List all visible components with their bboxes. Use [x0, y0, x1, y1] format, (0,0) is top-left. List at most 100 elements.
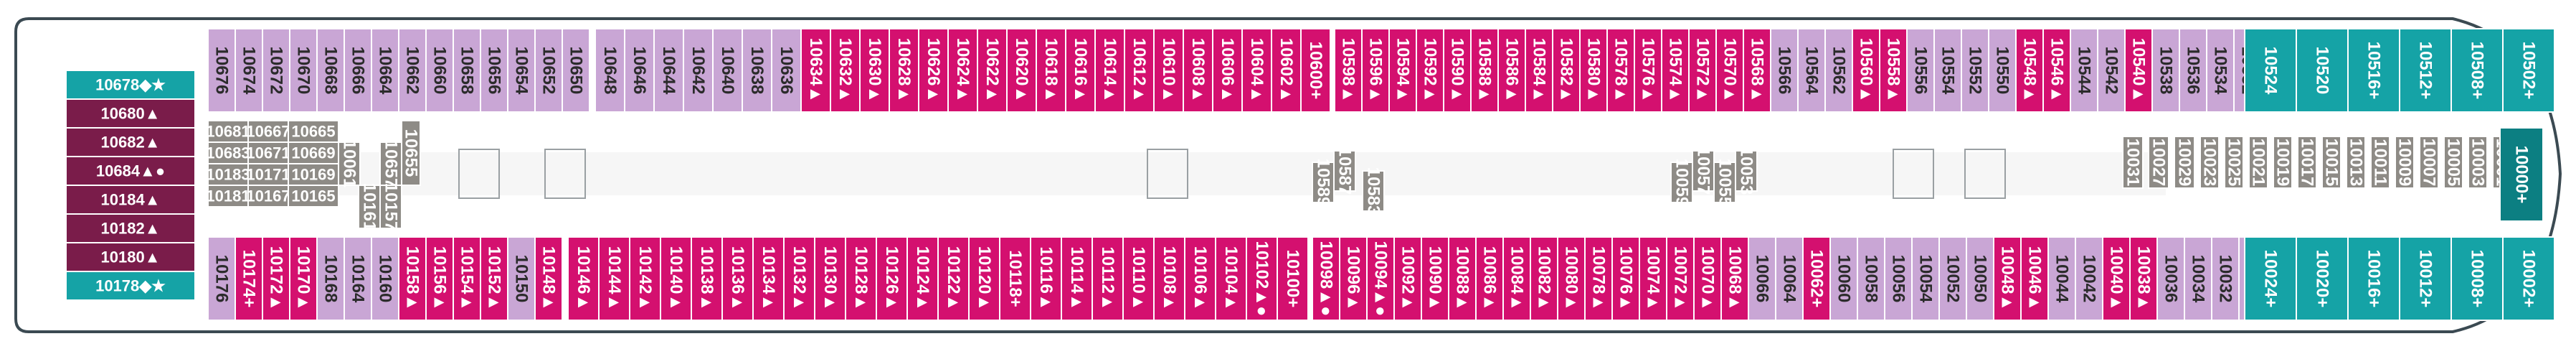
cabin-10000[interactable]: 10000+: [2499, 127, 2544, 222]
cabin-10165[interactable]: 10165: [288, 185, 339, 208]
cabin-10596[interactable]: 10596▲: [1361, 28, 1390, 113]
cabin-10502[interactable]: 10502+: [2502, 28, 2555, 113]
cabin-10628[interactable]: 10628▲: [889, 28, 919, 113]
cabin-10538[interactable]: 10538: [2151, 28, 2180, 113]
cabin-10572[interactable]: 10572▲: [1688, 28, 1717, 113]
cabin-10158[interactable]: 10158▲: [398, 236, 427, 321]
cabin-10583[interactable]: 10583: [1362, 167, 1385, 215]
cabin-10674[interactable]: 10674: [235, 28, 263, 113]
cabin-10578[interactable]: 10578▲: [1606, 28, 1635, 113]
cabin-10072[interactable]: 10072▲: [1666, 236, 1695, 321]
cabin-10666[interactable]: 10666: [344, 28, 372, 113]
cabin-10655[interactable]: 10655: [401, 120, 421, 186]
cabin-10589[interactable]: 10589: [1312, 159, 1335, 207]
cabin-10652[interactable]: 10652: [534, 28, 563, 113]
cabin-10084[interactable]: 10084▲: [1502, 236, 1531, 321]
cabin-10152[interactable]: 10152▲: [480, 236, 508, 321]
cabin-10548[interactable]: 10548▲: [2015, 28, 2044, 113]
cabin-10042[interactable]: 10042: [2075, 236, 2103, 321]
cabin-10150[interactable]: 10150: [507, 236, 536, 321]
cabin-10681[interactable]: 10681: [206, 120, 250, 143]
cabin-10671[interactable]: 10671: [246, 141, 290, 164]
cabin-10104[interactable]: 10104▲: [1215, 236, 1247, 321]
cabin-10612[interactable]: 10612▲: [1124, 28, 1155, 113]
cabin-10172[interactable]: 10172▲: [262, 236, 290, 321]
cabin-10146[interactable]: 10146▲: [567, 236, 600, 321]
cabin-10138[interactable]: 10138▲: [691, 236, 723, 321]
cabin-10654[interactable]: 10654: [507, 28, 536, 113]
cabin-10169[interactable]: 10169: [288, 163, 339, 186]
cabin-10009[interactable]: 10009: [2395, 136, 2415, 189]
cabin-10665[interactable]: 10665: [288, 120, 339, 143]
cabin-10029[interactable]: 10029: [2174, 136, 2195, 189]
cabin-10106[interactable]: 10106▲: [1184, 236, 1216, 321]
cabin-10092[interactable]: 10092▲: [1393, 236, 1422, 321]
cabin-10076[interactable]: 10076▲: [1611, 236, 1640, 321]
cabin-10610[interactable]: 10610▲: [1153, 28, 1184, 113]
cabin-10167[interactable]: 10167: [246, 185, 290, 208]
cabin-10678[interactable]: 10678◆★: [65, 70, 196, 100]
cabin-10003[interactable]: 10003: [2468, 136, 2488, 189]
cabin-10074[interactable]: 10074▲: [1639, 236, 1667, 321]
cabin-10055[interactable]: 10055: [1713, 159, 1736, 207]
cabin-10606[interactable]: 10606▲: [1212, 28, 1243, 113]
cabin-10580[interactable]: 10580▲: [1579, 28, 1608, 113]
cabin-10624[interactable]: 10624▲: [947, 28, 978, 113]
cabin-10632[interactable]: 10632▲: [830, 28, 861, 113]
cabin-10082[interactable]: 10082▲: [1530, 236, 1558, 321]
cabin-10536[interactable]: 10536: [2179, 28, 2207, 113]
cabin-10630[interactable]: 10630▲: [859, 28, 890, 113]
cabin-10546[interactable]: 10546▲: [2042, 28, 2071, 113]
cabin-10156[interactable]: 10156▲: [425, 236, 454, 321]
cabin-10164[interactable]: 10164: [344, 236, 372, 321]
cabin-10618[interactable]: 10618▲: [1036, 28, 1066, 113]
cabin-10058[interactable]: 10058: [1857, 236, 1885, 321]
cabin-10588[interactable]: 10588▲: [1470, 28, 1499, 113]
cabin-10136[interactable]: 10136▲: [721, 236, 754, 321]
cabin-10176[interactable]: 10176: [207, 236, 236, 321]
cabin-10154[interactable]: 10154▲: [453, 236, 481, 321]
cabin-10524[interactable]: 10524: [2244, 28, 2297, 113]
cabin-10021[interactable]: 10021: [2248, 136, 2268, 189]
cabin-10662[interactable]: 10662: [398, 28, 427, 113]
cabin-10550[interactable]: 10550: [1988, 28, 2017, 113]
cabin-10656[interactable]: 10656: [480, 28, 508, 113]
cabin-10682[interactable]: 10682▲: [65, 127, 196, 157]
cabin-10554[interactable]: 10554: [1933, 28, 1962, 113]
cabin-10171[interactable]: 10171: [246, 163, 290, 186]
cabin-10183[interactable]: 10183: [206, 163, 250, 186]
cabin-10508[interactable]: 10508+: [2450, 28, 2504, 113]
cabin-10552[interactable]: 10552: [1961, 28, 1989, 113]
cabin-10122[interactable]: 10122▲: [937, 236, 970, 321]
cabin-10124[interactable]: 10124▲: [906, 236, 939, 321]
cabin-10144[interactable]: 10144▲: [598, 236, 630, 321]
cabin-10078[interactable]: 10078▲: [1584, 236, 1613, 321]
cabin-10634[interactable]: 10634▲: [800, 28, 831, 113]
cabin-10048[interactable]: 10048▲: [1993, 236, 2022, 321]
cabin-10100[interactable]: 10100+: [1277, 236, 1309, 321]
cabin-10007[interactable]: 10007: [2419, 136, 2439, 189]
cabin-10012[interactable]: 10012+: [2399, 236, 2452, 321]
cabin-10015[interactable]: 10015: [2321, 136, 2341, 189]
cabin-10096[interactable]: 10096▲: [1339, 236, 1368, 321]
cabin-10070[interactable]: 10070▲: [1693, 236, 1722, 321]
cabin-10576[interactable]: 10576▲: [1634, 28, 1662, 113]
cabin-10034[interactable]: 10034: [2184, 236, 2212, 321]
cabin-10582[interactable]: 10582▲: [1552, 28, 1581, 113]
cabin-10056[interactable]: 10056: [1884, 236, 1913, 321]
cabin-10011[interactable]: 10011: [2370, 136, 2390, 189]
cabin-10566[interactable]: 10566: [1770, 28, 1799, 113]
cabin-10640[interactable]: 10640: [712, 28, 743, 113]
cabin-10112[interactable]: 10112▲: [1092, 236, 1124, 321]
cabin-10680[interactable]: 10680▲: [65, 98, 196, 129]
cabin-10088[interactable]: 10088▲: [1448, 236, 1477, 321]
cabin-10650[interactable]: 10650: [562, 28, 590, 113]
cabin-10024[interactable]: 10024+: [2244, 236, 2297, 321]
cabin-10558[interactable]: 10558▲: [1879, 28, 1908, 113]
cabin-10657[interactable]: 10657: [379, 140, 402, 188]
cabin-10562[interactable]: 10562: [1824, 28, 1853, 113]
cabin-10040[interactable]: 10040▲: [2102, 236, 2131, 321]
cabin-10182[interactable]: 10182▲: [65, 213, 196, 243]
cabin-10181[interactable]: 10181: [206, 185, 250, 208]
cabin-10178[interactable]: 10178◆★: [65, 271, 196, 301]
